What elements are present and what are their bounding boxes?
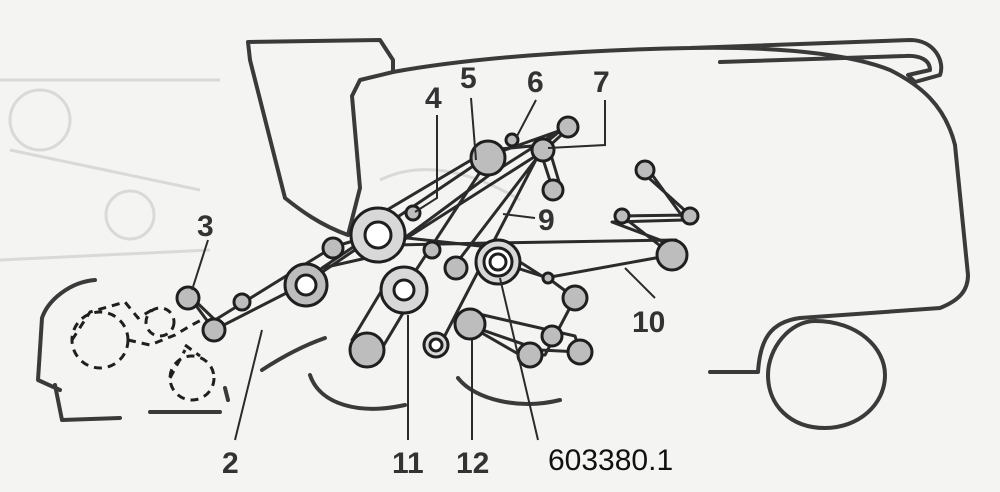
machine-outline <box>36 38 970 430</box>
pulley-small-d <box>443 255 469 281</box>
label-3: 3 <box>197 210 214 243</box>
pulley-small-c <box>422 240 442 260</box>
leader-3 <box>191 239 209 291</box>
pulley-10 <box>655 238 689 272</box>
leader-ref <box>499 277 539 441</box>
belt-rear <box>467 260 577 357</box>
pulley-7b <box>556 115 580 139</box>
pulley-rear-b <box>516 341 544 369</box>
pulley-4 <box>404 204 422 222</box>
leader-4 <box>414 115 438 213</box>
leader-5 <box>470 97 477 161</box>
pulley-tiny <box>541 271 555 285</box>
pulley-short <box>541 178 565 202</box>
label-9: 9 <box>538 204 555 237</box>
leader-2 <box>234 329 263 441</box>
pulley-rear-d <box>566 338 594 366</box>
label-11: 11 <box>392 447 424 480</box>
pulley-3a <box>175 285 201 311</box>
pulley-small-b <box>321 236 345 260</box>
pulley-right-c <box>613 207 631 225</box>
pulley-7a <box>530 137 556 163</box>
body-outline <box>391 38 970 374</box>
pulleys <box>175 115 700 369</box>
leader-9 <box>502 213 536 219</box>
label-7: 7 <box>593 66 610 99</box>
pulley-12 <box>453 307 487 341</box>
header-outline <box>36 278 230 422</box>
pulley-right-b <box>680 206 700 226</box>
label-10: 10 <box>632 306 665 339</box>
label-4: 4 <box>425 82 442 115</box>
label-2: 2 <box>222 447 239 480</box>
pulley-3b <box>201 317 227 343</box>
pulley-rear-a <box>561 284 589 312</box>
pulley-right-a <box>634 159 656 181</box>
pulley-5 <box>469 139 507 177</box>
reference-number: 603380.1 <box>548 444 673 477</box>
rear-wheel <box>766 319 887 430</box>
cab-outline <box>246 38 395 237</box>
pulley-small-a <box>232 292 252 312</box>
pulley-6 <box>504 132 520 148</box>
leader-10 <box>624 267 656 299</box>
leader-lines <box>191 97 656 441</box>
background-ghost <box>0 78 521 262</box>
front-housing-curves <box>260 336 562 411</box>
pulley-lower-left <box>348 331 386 369</box>
callouts: 3 2 4 5 6 7 9 10 11 12 603380.1 <box>197 62 673 480</box>
label-5: 5 <box>460 62 477 95</box>
dashed-reel <box>70 300 216 402</box>
leader-6 <box>515 99 537 139</box>
label-6: 6 <box>527 66 544 99</box>
label-12: 12 <box>456 447 489 480</box>
pulley-rear-c <box>540 324 564 348</box>
leader-7 <box>547 100 606 149</box>
